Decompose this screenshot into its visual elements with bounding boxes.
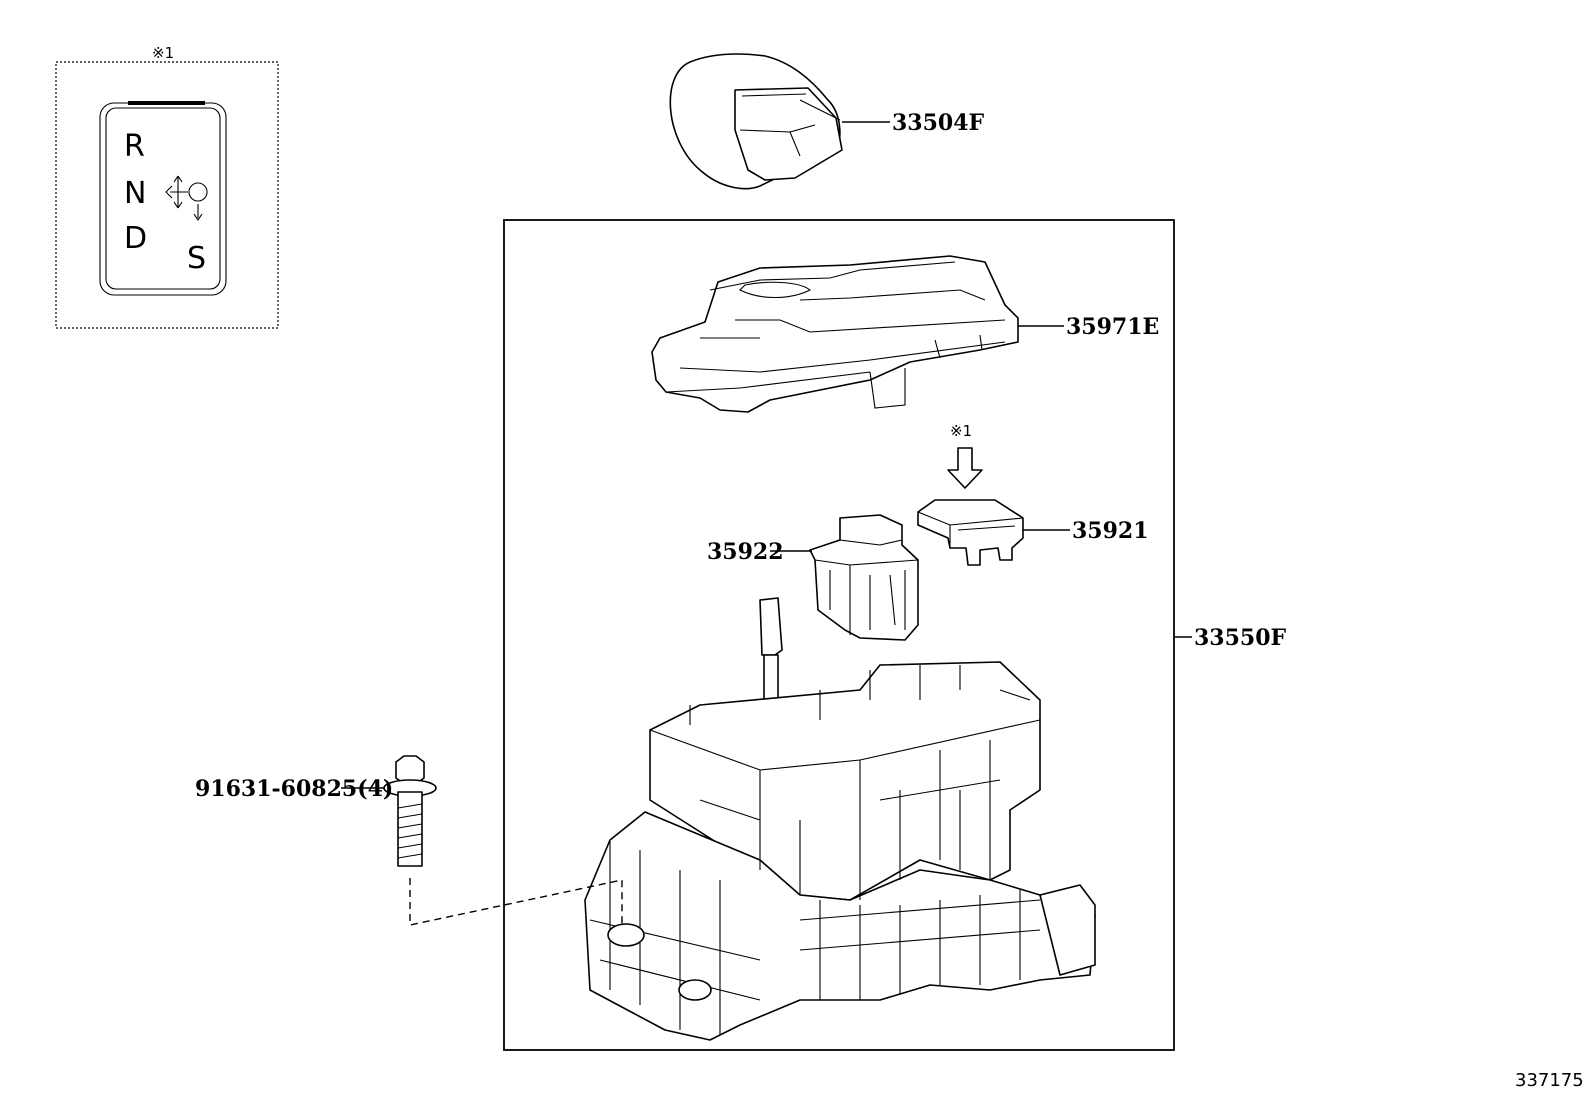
shift-lever-base [584,597,1096,1041]
gear-letter-s: S [187,241,206,276]
bolt: 91631-60825(4) [195,755,623,926]
shift-bezel: 35971E [651,255,1159,413]
part-number-bezel: 35971E [1066,314,1159,340]
down-arrow-icon [947,447,983,489]
shift-indicator: 35922 [707,514,919,641]
position-switch: 35921 [917,499,1149,566]
mounting-hole [678,979,712,1001]
assembly-frame [503,219,1175,1051]
shift-knob: 33504F [669,53,985,190]
gear-letter-d: D [124,221,147,256]
gear-letter-n: N [124,176,146,211]
part-number-indicator: 35922 [707,539,784,565]
pattern-plate-inner [105,107,221,290]
mounting-hole [607,923,645,947]
switch-marker: ※1 [950,422,972,440]
inset-marker: ※1 [152,44,174,62]
pattern-plate [99,102,227,296]
part-number-knob: 33504F [892,110,985,136]
insert-marker: ※1 [947,422,983,489]
diagram-id: 337175 [1515,1070,1584,1091]
part-number-bolt: 91631-60825(4) [195,776,393,802]
inset-shift-pattern: ※1 R N D S [55,44,279,329]
gear-letter-r: R [124,129,145,164]
part-number-switch: 35921 [1072,518,1149,544]
shift-direction-icon [165,175,208,221]
part-number-assembly: 33550F [1194,625,1287,651]
